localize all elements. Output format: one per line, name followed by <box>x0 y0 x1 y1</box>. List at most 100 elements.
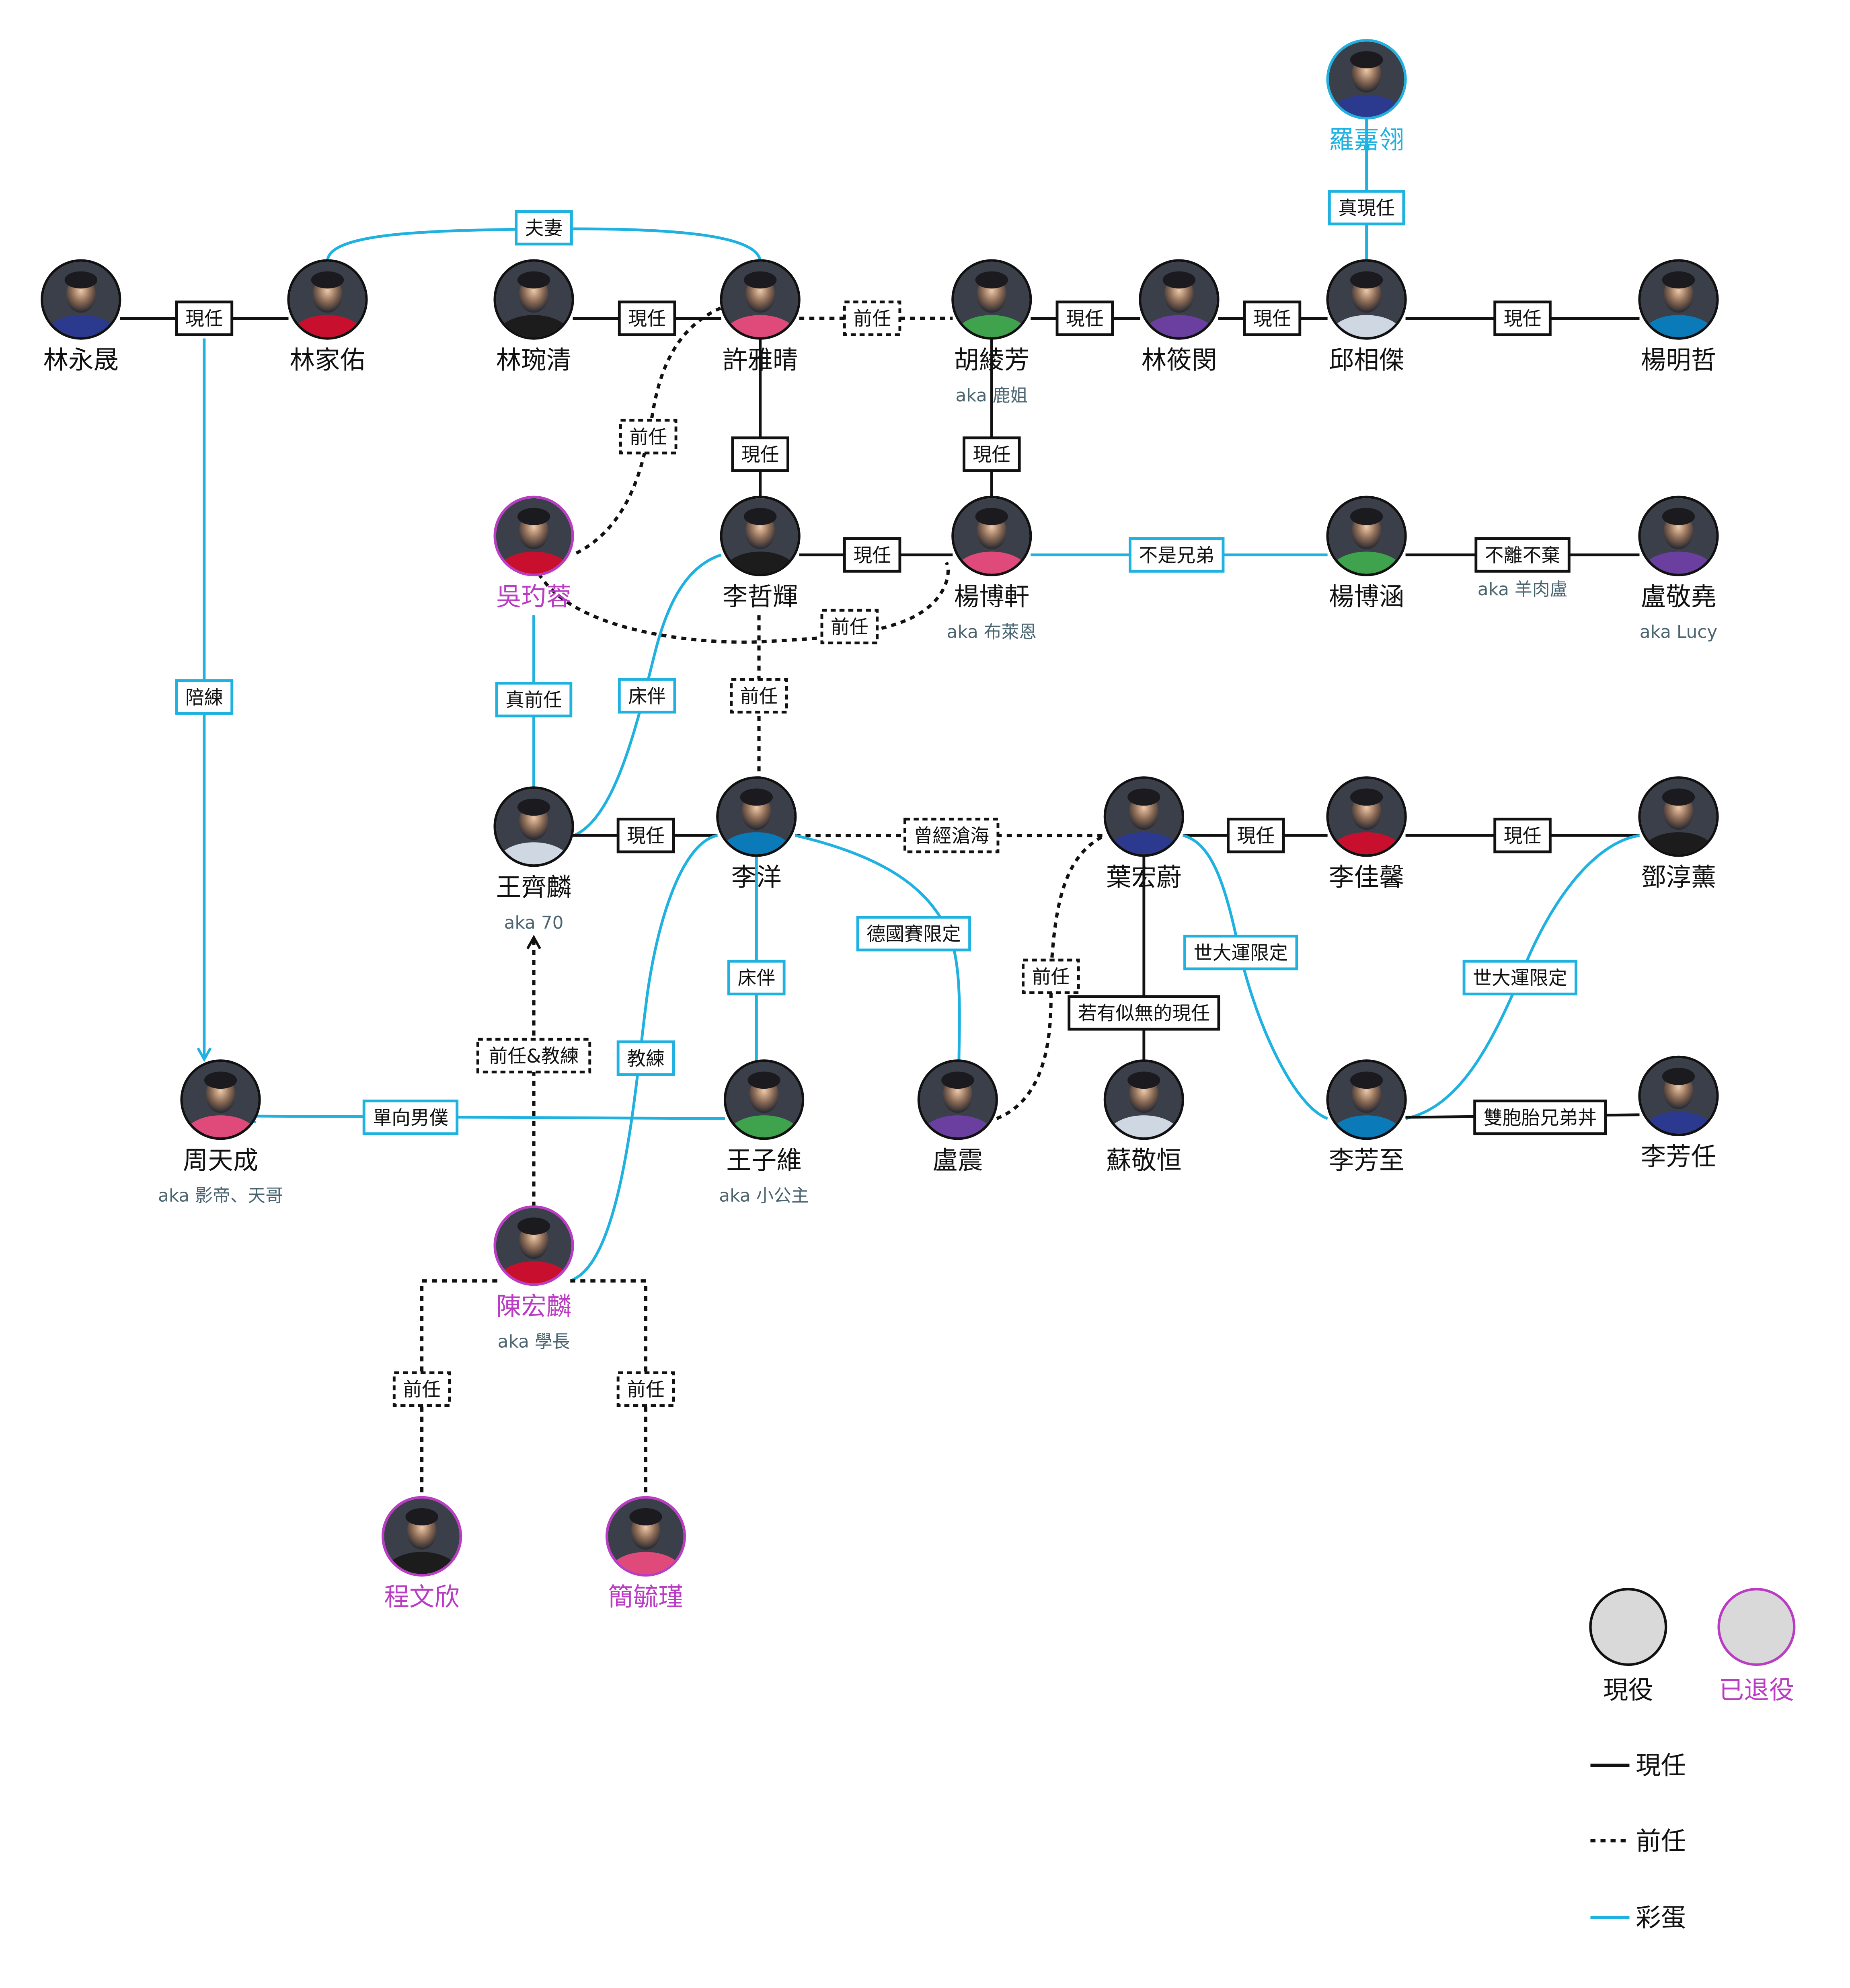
avatar-ring <box>493 259 574 340</box>
relation-label-text: 前任 <box>853 308 891 330</box>
relation-label-box <box>727 960 786 995</box>
relation-label-box <box>1129 537 1225 573</box>
legend-egg: 彩蛋 <box>1590 1903 1686 1932</box>
avatar-ring <box>723 1059 805 1140</box>
relation-label-text: 現任 <box>628 308 666 330</box>
person-node: 林筱閔 <box>1139 259 1220 375</box>
relation-label-text: 現任 <box>973 444 1010 466</box>
avatar-photo-icon <box>1328 41 1404 117</box>
person-node: 李洋 <box>716 776 797 892</box>
relation-label: 不離不棄 <box>1474 537 1571 573</box>
avatar-photo-icon <box>183 1062 259 1138</box>
legend-current-label: 現任 <box>1636 1751 1686 1780</box>
avatar-photo-icon <box>1328 1062 1404 1138</box>
relation-label: 不是兄弟 <box>1129 537 1225 573</box>
relation-label: 現任 <box>616 818 675 853</box>
relation-label-text: 教練 <box>627 1048 665 1070</box>
relation-label-text: 雙胞胎兄弟丼 <box>1484 1107 1597 1129</box>
relation-label: 現任 <box>843 537 901 573</box>
person-name: 李芳任 <box>1641 1142 1717 1171</box>
avatar-ring <box>381 1496 462 1577</box>
relation-label: 床伴 <box>618 678 676 714</box>
avatar-ring <box>1103 1059 1184 1140</box>
relation-label-box <box>731 436 789 472</box>
person-node: 李佳馨 <box>1326 776 1407 892</box>
person-node: 楊明哲 <box>1638 259 1719 375</box>
person-name: 許雅晴 <box>723 345 798 375</box>
person-node: 楊博涵 <box>1326 495 1407 611</box>
person-name: 楊博軒 <box>954 582 1029 611</box>
relation-label: 德國賽限定 <box>856 916 971 952</box>
relation-label-box <box>843 537 901 573</box>
avatar-photo-icon <box>1106 1062 1182 1138</box>
relation-label-text: 現任 <box>1237 825 1275 847</box>
person-name: 楊博涵 <box>1329 582 1404 611</box>
legend-active-circle <box>1589 1588 1667 1666</box>
relation-label-box <box>1493 300 1552 336</box>
person-node: 周天成 aka 影帝、天哥 <box>158 1059 283 1206</box>
avatar-ring <box>493 495 574 576</box>
avatar-photo-icon <box>1106 779 1182 855</box>
relation-label-text: 世大運限定 <box>1193 942 1288 964</box>
relation-label-text: 床伴 <box>737 967 775 989</box>
relation-label-box <box>616 1371 675 1407</box>
avatar-photo-icon <box>722 261 798 337</box>
relation-label: 現任 <box>1493 818 1552 853</box>
avatar-photo-icon <box>496 789 572 865</box>
person-name: 程文欣 <box>384 1582 460 1612</box>
relation-label-text: 現任 <box>185 308 223 330</box>
avatar-ring <box>917 1059 998 1140</box>
relation-label: 雙胞胎兄弟丼 <box>1473 1099 1607 1135</box>
avatar-photo-icon <box>43 261 119 337</box>
legend-retired-label: 已退役 <box>1719 1675 1795 1704</box>
avatar-photo-icon <box>1641 261 1717 337</box>
relation-label-text: 前任 <box>831 616 869 638</box>
relation-label-box <box>1493 818 1552 853</box>
legend: 現役已退役現任前任彩蛋 <box>1589 1588 1796 1932</box>
person-node: 李芳任 <box>1638 1055 1719 1171</box>
relation-label-text: 真前任 <box>505 689 562 711</box>
person-name: 周天成 <box>183 1145 259 1175</box>
person-name: 盧敬堯 <box>1641 582 1717 611</box>
relation-label-box <box>1474 537 1571 573</box>
person-name: 李芳至 <box>1329 1145 1404 1175</box>
relation-label-box <box>1022 958 1080 994</box>
person-name: 陳宏麟 <box>496 1291 572 1321</box>
avatar-photo-icon <box>722 498 798 574</box>
person-node: 林琬清 <box>493 259 574 375</box>
relation-label: 前任 <box>820 609 879 645</box>
avatar-ring <box>41 259 121 340</box>
avatar-photo-icon <box>726 1062 802 1138</box>
legend-retired-circle <box>1717 1588 1796 1666</box>
legend-active: 現役 <box>1589 1588 1667 1704</box>
person-aka: aka 影帝、天哥 <box>158 1186 283 1206</box>
relation-label-box <box>856 916 971 952</box>
person-name: 鄧淳薰 <box>1641 862 1717 892</box>
legend-former: 前任 <box>1590 1826 1686 1856</box>
person-node: 盧震 <box>917 1059 998 1175</box>
relation-label-text: 前任 <box>1032 966 1070 988</box>
relation-line <box>244 1116 725 1118</box>
relation-label-text: 夫妻 <box>525 217 563 239</box>
person-node: 林家佑 <box>287 259 368 375</box>
avatar-ring <box>951 259 1032 340</box>
relation-label-box <box>1227 818 1285 853</box>
person-node: 林永晟 <box>41 259 121 375</box>
avatar-ring <box>1638 259 1719 340</box>
avatar-ring <box>180 1059 261 1140</box>
relation-label-box <box>1328 190 1405 226</box>
avatar-photo-icon <box>496 1208 572 1284</box>
relation-label-text: 現任 <box>741 444 779 466</box>
relation-label-box <box>1055 300 1114 336</box>
avatar-ring <box>1638 1055 1719 1137</box>
avatar-photo-icon <box>954 261 1030 337</box>
relation-label: 教練 <box>616 1040 675 1076</box>
person-name: 羅嘉翎 <box>1329 125 1404 154</box>
relation-label-text: 現任 <box>1504 308 1542 330</box>
person-name: 林琬清 <box>496 345 572 375</box>
relation-label-text: 前任&教練 <box>489 1045 579 1067</box>
